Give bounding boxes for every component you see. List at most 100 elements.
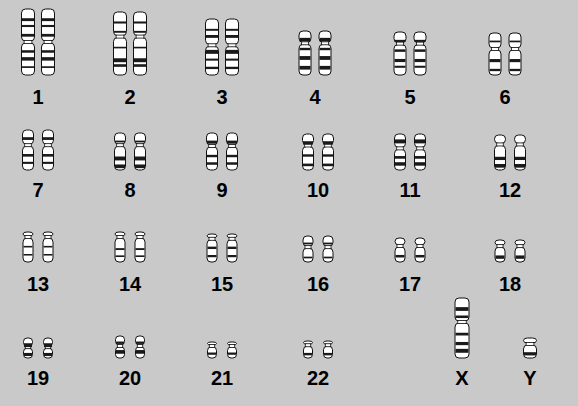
band xyxy=(304,257,313,259)
q-arm xyxy=(304,346,313,358)
q-arm xyxy=(23,146,34,170)
band xyxy=(495,164,505,168)
band xyxy=(323,164,333,167)
chromosome-number: 7 xyxy=(32,179,43,201)
q-arm xyxy=(135,146,146,170)
q-arm xyxy=(395,247,405,262)
p-arm xyxy=(515,135,526,143)
p-arm xyxy=(135,133,146,144)
centromere xyxy=(511,47,518,50)
chromosome-number: 12 xyxy=(499,179,521,201)
chromosome-number: 1 xyxy=(32,86,43,108)
chromosome xyxy=(116,336,125,358)
chromosome xyxy=(207,133,218,170)
band xyxy=(516,255,525,258)
band xyxy=(304,353,312,355)
chromosome-number: 14 xyxy=(119,273,141,295)
band xyxy=(324,353,332,355)
chromosome xyxy=(208,342,217,358)
band xyxy=(135,156,145,160)
band xyxy=(134,31,146,33)
band xyxy=(226,50,238,54)
centromere xyxy=(137,344,142,347)
centromere xyxy=(458,321,466,324)
band xyxy=(303,141,313,144)
q-arm xyxy=(24,348,33,358)
centromere xyxy=(209,144,216,147)
band xyxy=(114,21,126,23)
band xyxy=(324,257,333,259)
band xyxy=(136,350,144,354)
centromere xyxy=(24,41,32,44)
q-arm xyxy=(23,238,33,262)
band xyxy=(134,47,146,49)
band xyxy=(303,164,313,167)
centromere xyxy=(136,35,144,38)
band xyxy=(23,154,33,157)
chromosome-number: 21 xyxy=(211,367,233,389)
band xyxy=(43,137,53,140)
q-arm xyxy=(395,149,406,170)
q-arm xyxy=(226,46,239,75)
q-arm xyxy=(207,240,217,262)
band xyxy=(42,57,54,60)
chromosome-number: 5 xyxy=(404,86,415,108)
centromere xyxy=(208,44,216,47)
band xyxy=(207,141,217,144)
band xyxy=(395,66,406,68)
p-arm xyxy=(455,298,469,321)
band xyxy=(135,164,145,168)
centromere xyxy=(117,236,123,239)
centromere xyxy=(137,144,144,147)
band xyxy=(300,48,311,50)
centromere xyxy=(397,244,403,247)
q-arm xyxy=(43,146,54,170)
band xyxy=(114,58,126,62)
chromosome xyxy=(495,135,506,170)
band xyxy=(416,255,425,258)
band xyxy=(42,34,54,37)
q-arm xyxy=(515,247,525,262)
band xyxy=(395,40,406,42)
band xyxy=(44,343,52,347)
band xyxy=(42,25,54,27)
chromosome xyxy=(44,338,53,358)
band xyxy=(42,66,54,68)
band xyxy=(490,59,501,62)
p-arm xyxy=(395,238,405,245)
chromosome-number: 15 xyxy=(211,273,233,295)
q-arm xyxy=(524,345,537,358)
centromere xyxy=(321,42,328,45)
p-arm xyxy=(323,236,333,246)
chromosome xyxy=(304,341,313,358)
band xyxy=(24,353,32,356)
p-arm xyxy=(319,31,331,42)
q-arm xyxy=(495,145,506,170)
band xyxy=(396,255,405,258)
band xyxy=(226,67,238,69)
band xyxy=(510,41,521,43)
band xyxy=(456,349,469,353)
band xyxy=(320,48,331,50)
chromosome-number: 3 xyxy=(216,86,227,108)
band xyxy=(44,353,52,356)
chromosome-number: 10 xyxy=(307,179,329,201)
band xyxy=(115,164,125,168)
chromosome xyxy=(115,133,126,170)
p-arm xyxy=(303,236,313,246)
band xyxy=(456,307,469,311)
chromosome-number: 13 xyxy=(27,273,49,295)
band xyxy=(320,56,331,60)
q-arm xyxy=(303,248,313,262)
centromere xyxy=(325,246,331,249)
band xyxy=(415,139,425,143)
chromosome xyxy=(323,134,334,170)
chromosome xyxy=(226,19,239,75)
band xyxy=(320,66,331,70)
chromosome-number: 19 xyxy=(27,367,49,389)
centromere xyxy=(229,237,235,240)
q-arm xyxy=(43,238,53,262)
chromosome xyxy=(227,133,238,170)
chromosome xyxy=(23,232,33,262)
band xyxy=(207,155,217,157)
